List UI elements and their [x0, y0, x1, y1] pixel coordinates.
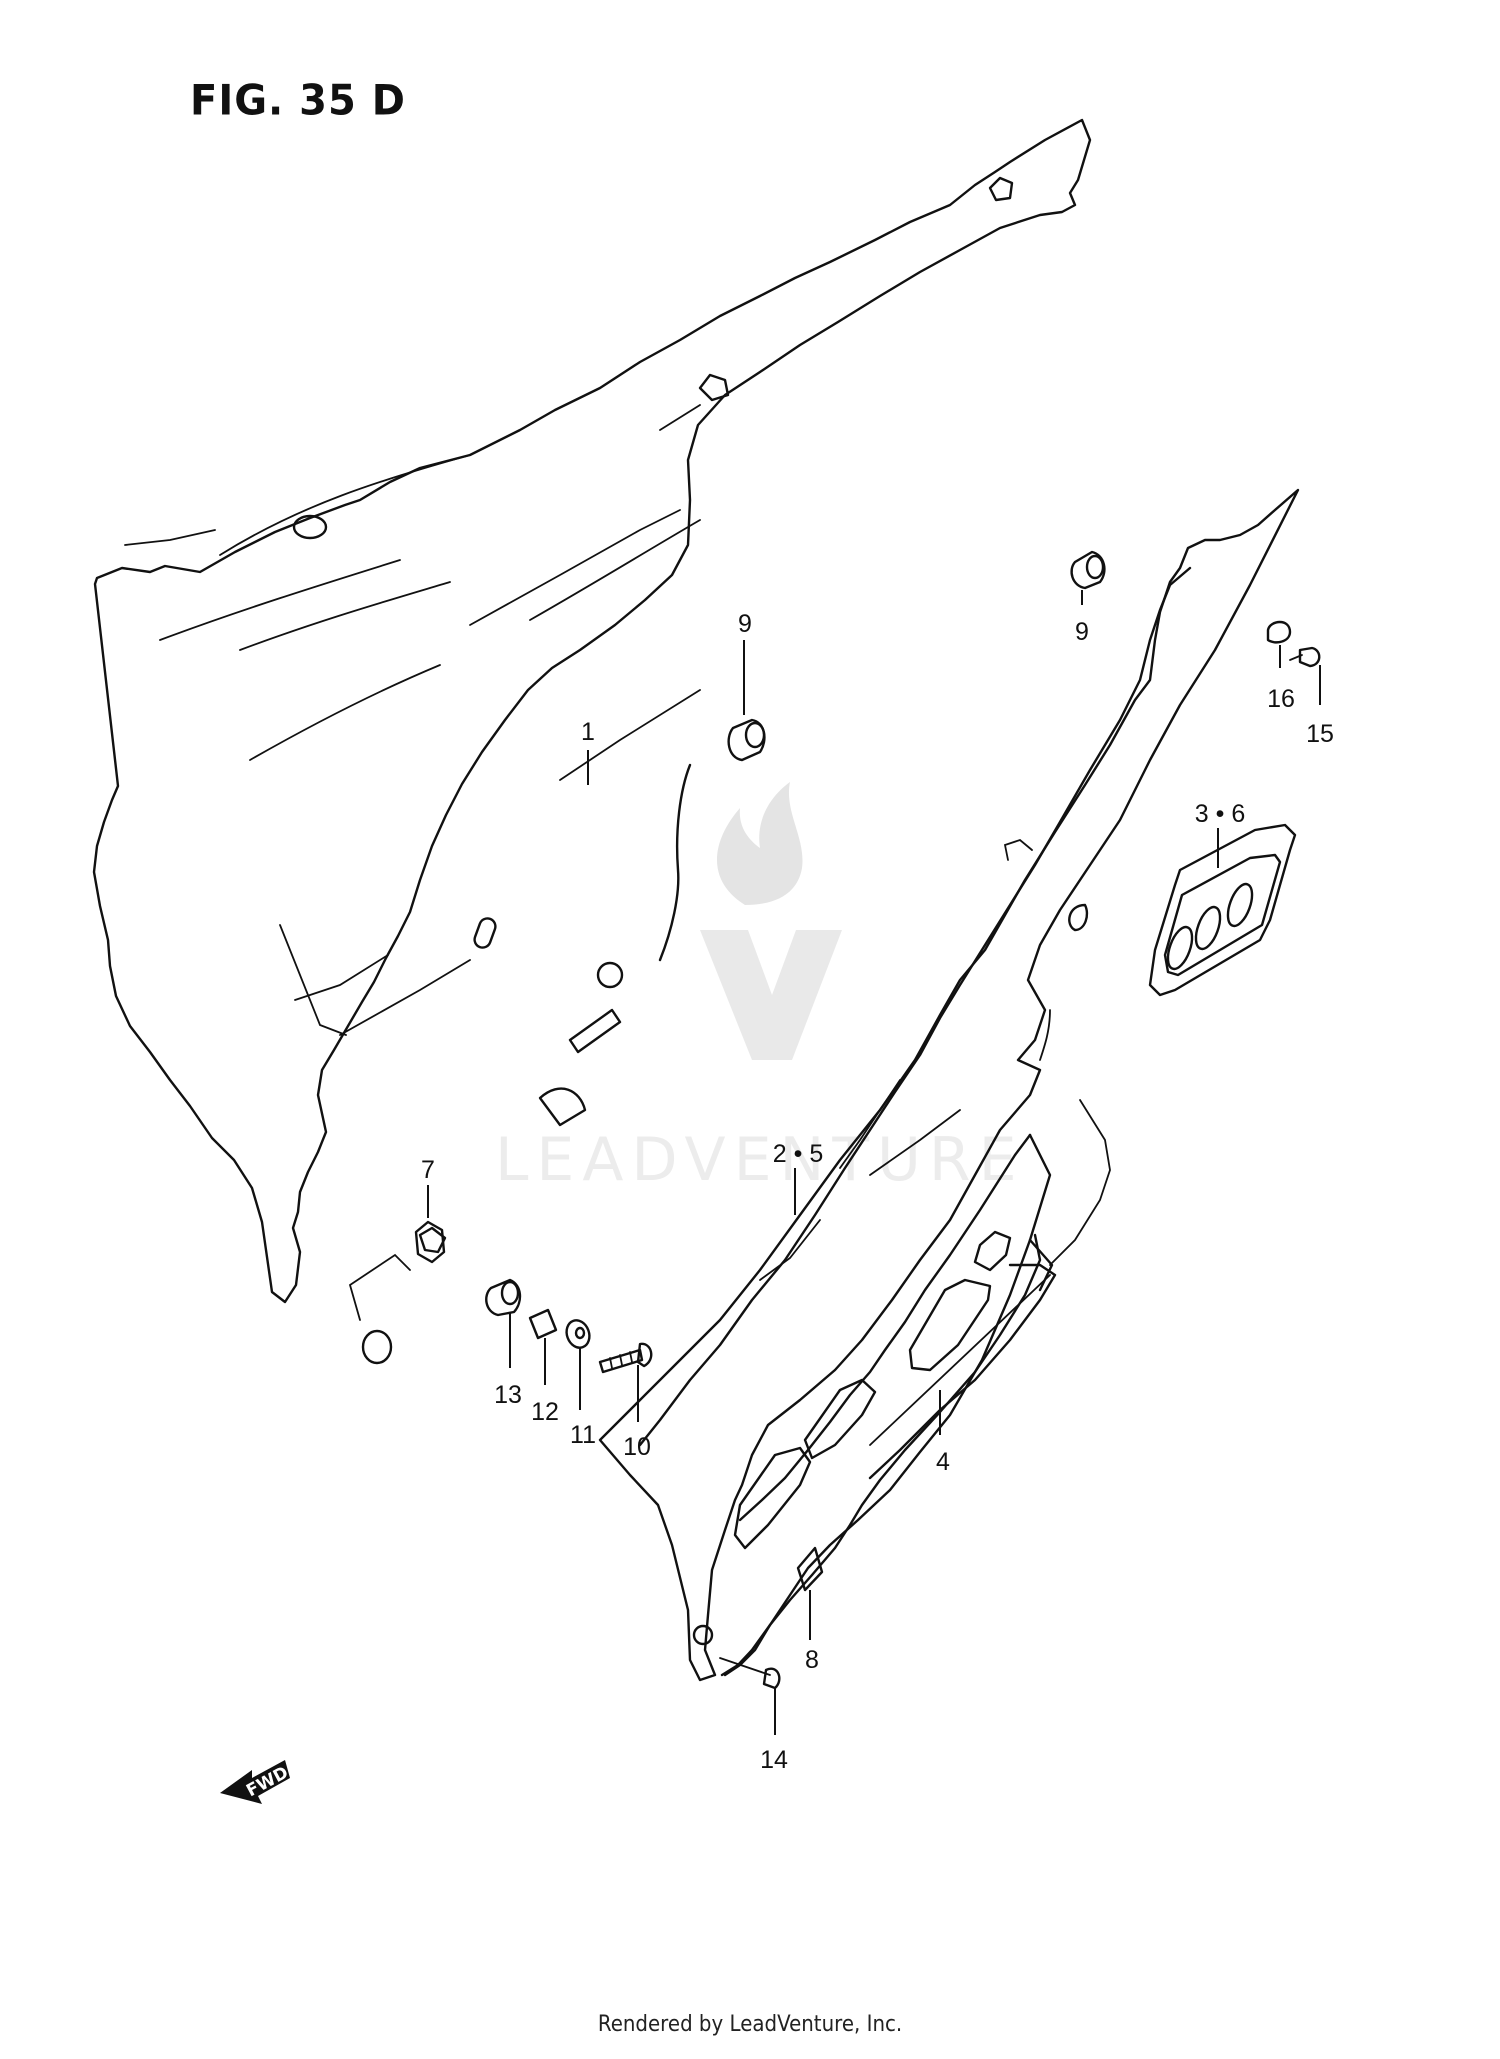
leadventure-watermark: LEADVENTURE: [495, 782, 1025, 1195]
fastener-screw-15: [1289, 646, 1321, 668]
part-4-side-cover-right: [598, 488, 1300, 1682]
callout-1: 1: [581, 718, 595, 746]
callout-7: 7: [421, 1156, 435, 1184]
callout-12: 12: [531, 1398, 559, 1426]
callout-16: 16: [1267, 685, 1295, 713]
callout-15: 15: [1306, 720, 1334, 748]
callout-3-6: 3 • 6: [1195, 800, 1245, 828]
fastener-grommet-9b: [1070, 550, 1106, 590]
fwd-label: FWD: [243, 1763, 292, 1802]
render-credit: Rendered by LeadVenture, Inc.: [597, 2012, 903, 2037]
callout-9b: 9: [1075, 618, 1089, 646]
fwd-arrow-icon: FWD: [220, 1760, 292, 1804]
fastener-washer-11: [565, 1319, 591, 1349]
callout-2-5: 2 • 5: [773, 1140, 823, 1168]
part-1-side-cover-left: [92, 118, 1092, 1365]
callout-8: 8: [805, 1646, 819, 1674]
callout-13: 13: [494, 1381, 522, 1409]
fastener-collar-12: [528, 1308, 558, 1340]
fastener-grommet-9a: [727, 718, 766, 762]
part-3-6-emblem: [1148, 823, 1297, 997]
callout-9a: 9: [738, 610, 752, 638]
fastener-cushion-7: [414, 1220, 446, 1264]
figure-title: FIG. 35 D: [190, 76, 406, 126]
callout-labels: 1 9 9 16 15 3 • 6 2 • 5 7 13 12 11 10 4 …: [421, 610, 1334, 1774]
callout-10: 10: [623, 1433, 651, 1461]
fastener-cushion-8: [796, 1546, 824, 1592]
fastener-grommet-13: [485, 1278, 522, 1317]
fastener-bolt-10: [598, 1342, 653, 1374]
leader-lines: [427, 590, 1321, 1735]
fastener-nut-16: [1266, 620, 1292, 644]
callout-14: 14: [760, 1746, 788, 1774]
watermark-text: LEADVENTURE: [495, 1125, 1025, 1195]
callout-11: 11: [570, 1421, 596, 1449]
callout-4: 4: [936, 1448, 950, 1476]
